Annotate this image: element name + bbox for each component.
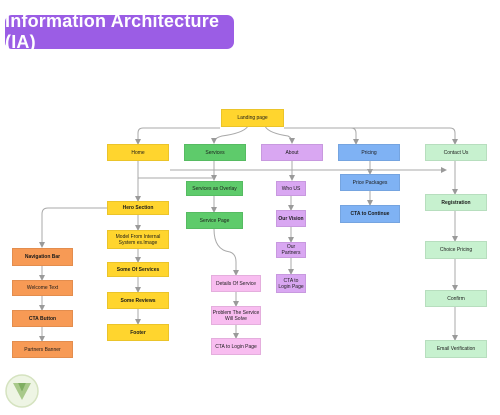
node-price-packages: Price Packages [340,174,400,191]
node-our-vision: Our Vision [276,210,306,227]
node-problem-service-will-solve: Problem The Service Will Solve [211,306,261,325]
node-welcome-text: Welcome Text [12,280,73,296]
node-cta-login-page-about: CTA to Login Page [276,274,306,293]
node-model-internal-system: Model From Internal System es.Image [107,230,169,249]
node-cta-button: CTA Button [12,310,73,327]
node-some-of-services: Some Of Services [107,262,169,277]
node-service-page: Service Page [186,212,243,229]
node-services: Services [184,144,246,161]
v-shield-logo-icon [5,374,39,408]
node-email-verification: Email Verification [425,340,487,358]
node-services-overlay: Services as Overlay [186,181,243,196]
node-landing-page: Landing page [221,109,284,127]
node-some-reviews: Some Reviews [107,292,169,309]
node-contact-us: Contact Us [425,144,487,161]
node-registration: Registration [425,194,487,211]
node-navigation-bar: Navigation Bar [12,248,73,266]
node-hero-section: Hero Section [107,201,169,215]
node-cta-continue: CTA to Continue [340,205,400,223]
node-details-of-service: Details Of Service [211,275,261,292]
node-home: Home [107,144,169,161]
node-confirm: Confirm [425,290,487,307]
node-who-us: Who US [276,181,306,196]
node-choice-pricing: Choice Pricing [425,241,487,259]
node-about: About [261,144,323,161]
node-footer: Footer [107,324,169,341]
node-our-partners: Our Partners [276,242,306,258]
diagram-title: Information Architecture (IA) [5,11,234,52]
node-partners-banner: Partners Banner [12,341,73,358]
node-cta-login-page-services: CTA to Login Page [211,338,261,355]
node-pricing: Pricing [338,144,400,161]
